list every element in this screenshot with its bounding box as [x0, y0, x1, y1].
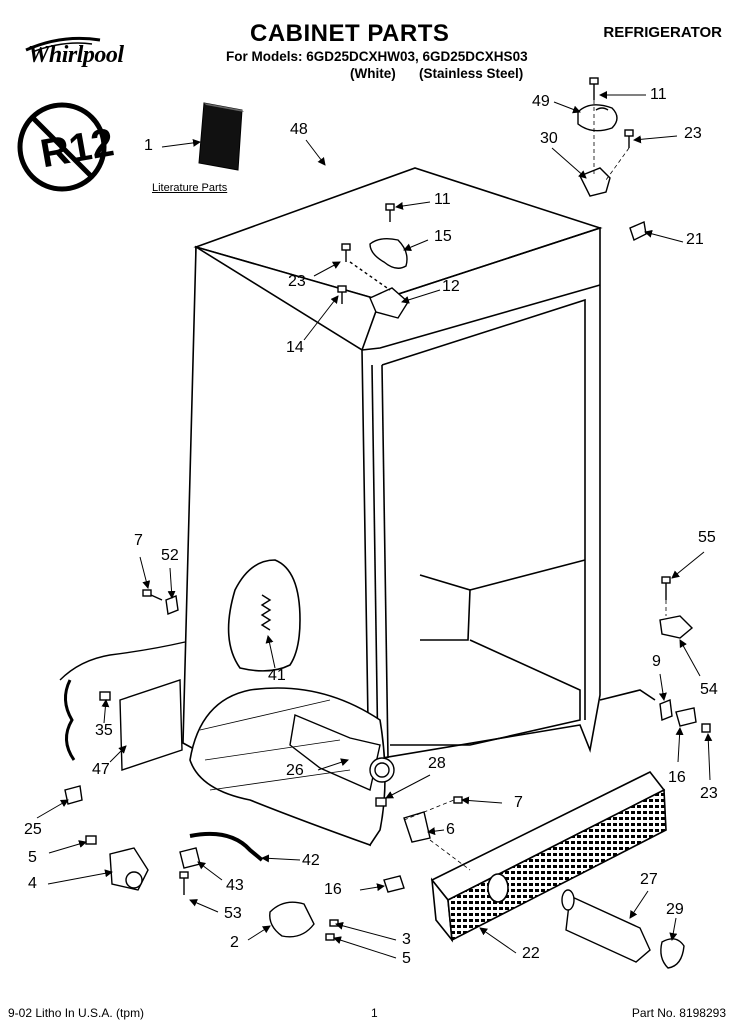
callout-11: 11 [650, 86, 667, 103]
callout-27: 27 [640, 871, 658, 888]
callout-23-right: 23 [700, 785, 718, 802]
callout-16-lower: 16 [324, 881, 342, 898]
callout-7-lower: 7 [514, 794, 523, 811]
assembly-guides [403, 100, 667, 871]
callout-25: 25 [24, 821, 42, 838]
callout-6: 6 [446, 821, 455, 838]
callout-29: 29 [666, 901, 684, 918]
callout-35: 35 [95, 722, 113, 739]
literature-booklet [198, 102, 244, 171]
callout-12: 12 [442, 278, 460, 295]
callout-5: 5 [28, 849, 37, 866]
callout-23-center: 23 [288, 273, 306, 290]
callout-55: 55 [698, 529, 716, 546]
callout-4: 4 [28, 875, 37, 892]
top-hinge-assembly [577, 77, 647, 241]
variant-stainless: (Stainless Steel) [419, 66, 524, 81]
lower-left-parts [85, 831, 405, 941]
callout-49: 49 [532, 93, 550, 110]
callout-47: 47 [92, 761, 110, 778]
callout-11-center: 11 [434, 191, 451, 208]
no-r12-badge: R12 [17, 102, 117, 192]
callout-30: 30 [540, 130, 558, 147]
callout-28: 28 [428, 755, 446, 772]
brand-name: Whirlpool [28, 42, 124, 68]
callout-16: 16 [668, 769, 686, 786]
callout-21: 21 [686, 231, 704, 248]
callout-15: 15 [434, 228, 452, 245]
refrigerator-cabinet [182, 167, 656, 847]
callout-23: 23 [684, 125, 702, 142]
left-side-parts [59, 589, 186, 805]
literature-parts-label: Literature Parts [152, 182, 228, 194]
category-label: REFRIGERATOR [603, 24, 722, 41]
machine-compartment-parts [199, 699, 463, 843]
callout-2: 2 [230, 934, 239, 951]
callout-53: 53 [224, 905, 242, 922]
litho-note: 9-02 Litho In U.S.A. (tpm) [8, 1006, 145, 1020]
models-line: For Models: 6GD25DCXHW03, 6GD25DCXHS03 [226, 49, 528, 64]
whirlpool-logo: Whirlpool [22, 32, 150, 78]
callout-43: 43 [226, 877, 244, 894]
callout-42: 42 [302, 852, 320, 869]
callout-14: 14 [286, 339, 304, 356]
callout-3: 3 [402, 931, 411, 948]
callout-22: 22 [522, 945, 540, 962]
callout-48: 48 [290, 121, 308, 138]
center-hinge-assembly [337, 203, 409, 319]
water-filter [561, 889, 685, 969]
variant-white: (White) [350, 66, 396, 81]
logo-swoosh-icon [25, 36, 101, 53]
callout-9: 9 [652, 653, 661, 670]
part-number: Part No. 8198293 [631, 1006, 726, 1020]
callout-7: 7 [134, 532, 143, 549]
page-number: 1 [371, 1006, 378, 1020]
callout-26: 26 [286, 762, 304, 779]
callout-54: 54 [700, 681, 718, 698]
callout-52: 52 [161, 547, 179, 564]
callout-1: 1 [144, 137, 153, 154]
page-title: CABINET PARTS [250, 20, 450, 47]
drain-spring [260, 594, 272, 631]
badge-text: R12 [37, 120, 117, 176]
callout-41: 41 [268, 667, 286, 684]
toe-grille [430, 770, 667, 943]
right-side-parts [659, 576, 711, 733]
callout-5-lower: 5 [402, 950, 411, 967]
leader-lines [36, 91, 713, 959]
